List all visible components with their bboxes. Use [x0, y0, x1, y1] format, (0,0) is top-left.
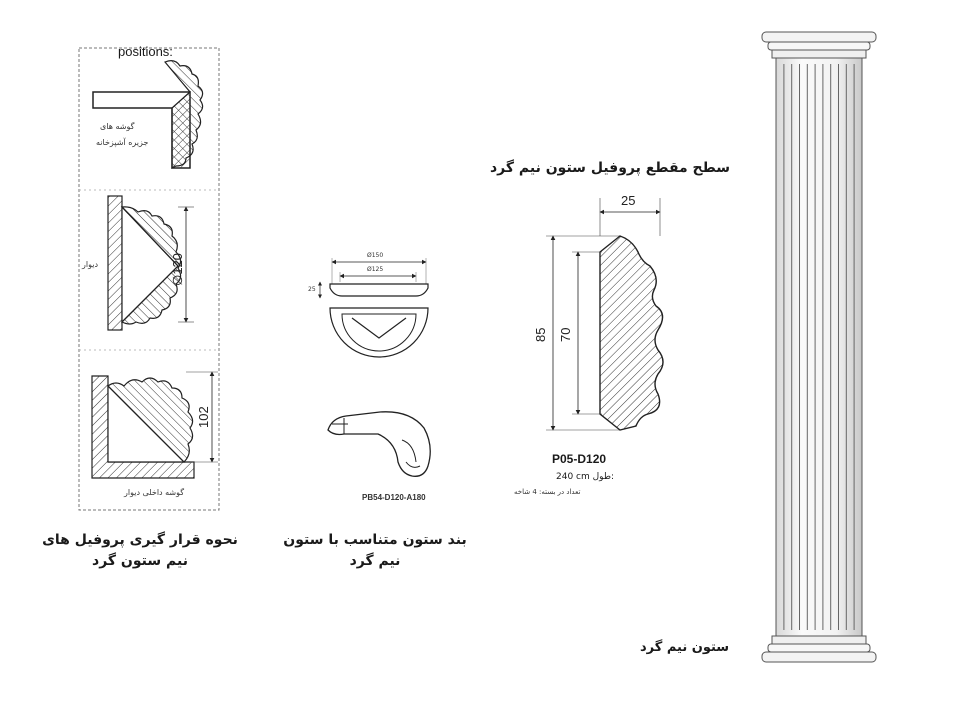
kitchen-island-label-line2: جزیره آشپزخانه: [96, 138, 149, 147]
length-row: 240 cm طول:: [556, 472, 614, 482]
diameter-dimension: ∅120: [170, 252, 185, 286]
kitchen-island-label-line1: گوشه های: [100, 122, 135, 131]
column-panel: [761, 31, 877, 663]
cross-section-panel: [546, 198, 664, 431]
kitchen-island-corner-diagram: [92, 60, 204, 169]
wall-diagram: [107, 195, 194, 331]
column-caption: ستون نیم گرد: [640, 640, 730, 655]
base-3d-view: [327, 411, 431, 477]
positions-title: positions:: [118, 44, 173, 59]
base-model-code: PB54-D120-A180: [362, 493, 426, 502]
section-width-dimension: 25: [621, 193, 636, 208]
base-caption-line1: بند ستون متناسب با ستون: [283, 532, 467, 548]
section-title: سطح مقطع پروفیل ستون نیم گرد: [490, 160, 731, 176]
base-height-dimension: 25: [308, 286, 316, 293]
length-value: 240 cm: [556, 472, 590, 482]
base-side-view: [317, 258, 429, 299]
positions-caption-line2: نیم ستون گرد: [92, 553, 188, 569]
depth-dimension: 102: [196, 406, 211, 428]
wall-label: دیوار: [82, 260, 99, 269]
base-plan-view: [329, 307, 429, 358]
positions-panel: [78, 47, 220, 511]
profile-section: [599, 235, 664, 431]
base-caption: بند ستون متناسب با ستون نیم گرد: [275, 530, 475, 572]
base-inner-diameter: Ø125: [367, 266, 384, 273]
positions-frame: [78, 47, 220, 511]
inner-corner-diagram: [91, 371, 218, 479]
inner-corner-label: گوشه داخلی دیوار: [124, 488, 185, 497]
section-inner-height-dimension: 70: [558, 327, 573, 342]
base-caption-line2: نیم گرد: [349, 553, 401, 569]
column-base-panel: [317, 258, 431, 477]
section-model-code: P05-D120: [552, 452, 607, 466]
pack-note: تعداد در بسته: 4 شاخه: [514, 488, 581, 496]
section-height-dimension: 85: [533, 327, 548, 342]
positions-caption-line1: نحوه قرار گیری پروفیل های: [42, 532, 238, 548]
positions-caption: نحوه قرار گیری پروفیل های نیم ستون گرد: [30, 530, 250, 572]
length-label: طول:: [592, 472, 615, 482]
base-outer-diameter: Ø150: [367, 252, 384, 259]
